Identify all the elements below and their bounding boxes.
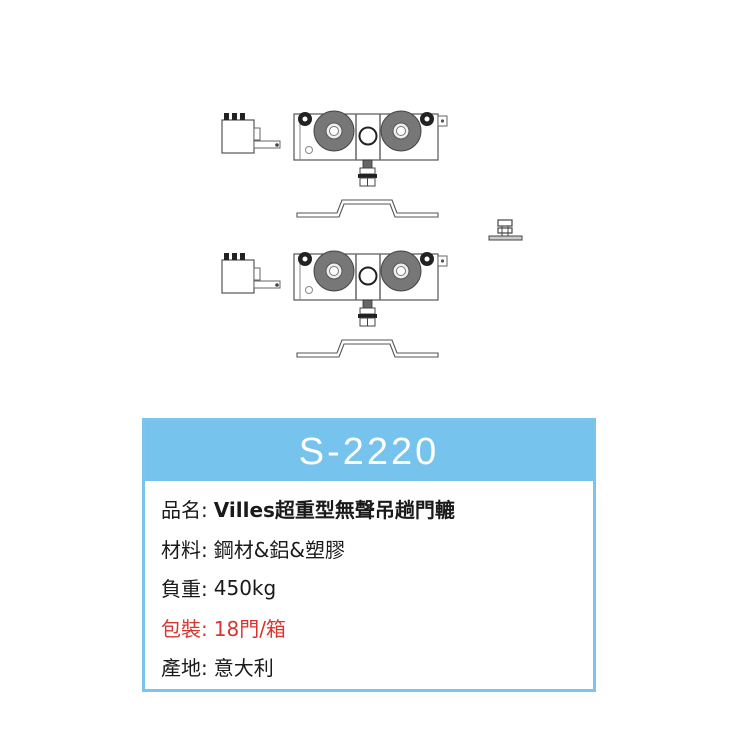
spec-value: 鋼材&鋁&塑膠: [213, 537, 345, 562]
model-number-title: S-2220: [298, 431, 440, 473]
spec-label: 包裝:: [161, 616, 208, 641]
product-spec-card: S-2220 品名: Villes超重型無聲吊趟門轆 材料: 鋼材&鋁&塑膠 負…: [142, 418, 596, 692]
spec-list: 品名: Villes超重型無聲吊趟門轆 材料: 鋼材&鋁&塑膠 負重: 450k…: [145, 481, 593, 687]
spec-label: 產地:: [161, 656, 208, 681]
spec-value: 18門/箱: [213, 616, 286, 641]
spec-row-material: 材料: 鋼材&鋁&塑膠: [161, 529, 593, 569]
spec-label: 品名:: [161, 498, 208, 523]
roller-assembly-top: [221, 110, 448, 218]
product-technical-drawing: [221, 110, 523, 358]
spec-value: Villes超重型無聲吊趟門轆: [213, 498, 455, 523]
card-header: S-2220: [145, 421, 593, 481]
spec-label: 負重:: [161, 577, 208, 602]
spec-value: 450kg: [213, 575, 277, 600]
spec-row-load: 負重: 450kg: [161, 568, 593, 608]
roller-assembly-bottom: [221, 250, 448, 358]
spec-row-origin: 產地: 意大利: [161, 647, 593, 687]
spec-row-packaging: 包裝: 18門/箱: [161, 608, 593, 648]
spec-value: 意大利: [213, 656, 274, 681]
spec-row-name: 品名: Villes超重型無聲吊趟門轆: [161, 489, 593, 529]
guide-stopper-part: [488, 219, 523, 241]
spec-label: 材料:: [161, 537, 208, 562]
